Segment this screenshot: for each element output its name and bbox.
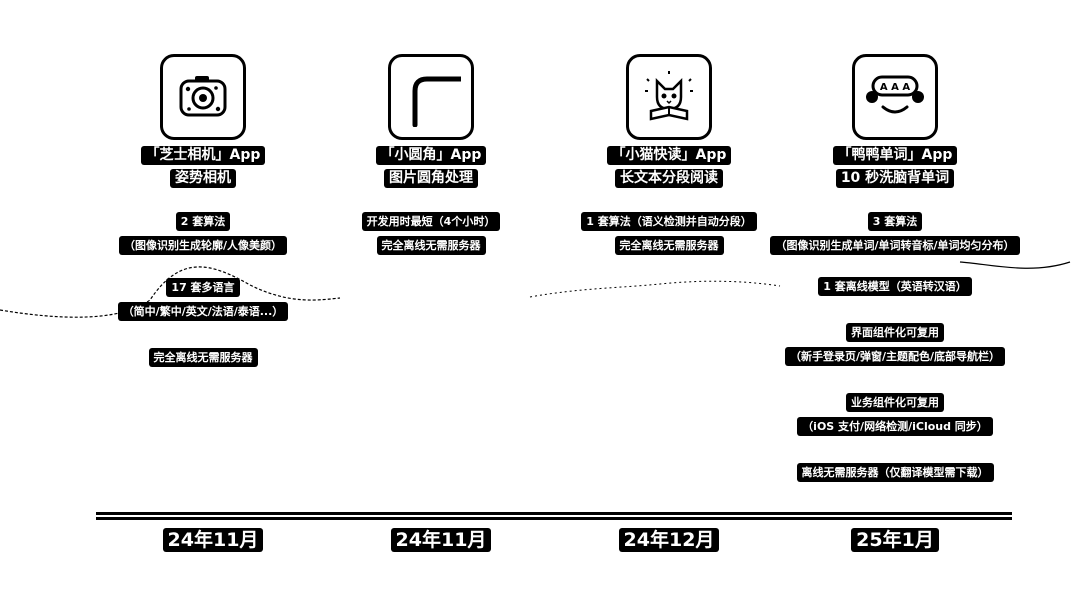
date-label: 25年1月 <box>851 528 939 552</box>
feature-item: （新手登录页/弹窗/主题配色/底部导航栏） <box>784 347 1006 366</box>
date-label: 24年11月 <box>390 528 492 552</box>
feature-item: 开发用时最短（4个小时） <box>361 212 501 231</box>
feature-item: （图像识别生成单词/单词转音标/单词均匀分布） <box>770 236 1020 255</box>
timeline-bar <box>96 512 1012 520</box>
timeline-date: 24年11月 <box>361 528 521 552</box>
date-label: 24年12月 <box>618 528 720 552</box>
feature-item: 完全离线无需服务器 <box>376 236 486 255</box>
feature-list: 1 套算法（语义检测并自动分段） 完全离线无需服务器 <box>539 212 799 255</box>
timeline-date: 24年11月 <box>133 528 293 552</box>
feature-item: （iOS 支付/网络检测/iCloud 同步） <box>797 417 993 436</box>
timeline-date: 25年1月 <box>815 528 975 552</box>
feature-item: 完全离线无需服务器 <box>614 236 724 255</box>
app-column-duck-words: A A A 「鸭鸭单词」App 10 秒洗脑背单词 3 套算法 （图像识别生成单… <box>765 54 1025 482</box>
feature-item: 17 套多语言 <box>166 278 240 297</box>
feature-item: 界面组件化可复用 <box>846 323 944 342</box>
feature-item: （图像识别生成轮廓/人像美颜） <box>118 236 288 255</box>
cheese-camera-icon <box>160 54 246 140</box>
app-title: 「芝士相机」App <box>140 146 266 165</box>
feature-list: 2 套算法 （图像识别生成轮廓/人像美颜） 17 套多语言 （简中/繁中/英文/… <box>73 212 333 367</box>
feature-item: 完全离线无需服务器 <box>148 348 258 367</box>
app-title: 「鸭鸭单词」App <box>832 146 958 165</box>
app-column-cheese-camera: 「芝士相机」App 姿势相机 2 套算法 （图像识别生成轮廓/人像美颜） 17 … <box>73 54 333 367</box>
app-title: 「小猫快读」App <box>606 146 732 165</box>
app-subtitle: 长文本分段阅读 <box>615 169 723 188</box>
app-column-cat-reading: 「小猫快读」App 长文本分段阅读 1 套算法（语义检测并自动分段） 完全离线无… <box>539 54 799 255</box>
date-label: 24年11月 <box>162 528 264 552</box>
app-subtitle: 10 秒洗脑背单词 <box>835 169 955 188</box>
feature-item: （简中/繁中/英文/法语/泰语...） <box>117 302 289 321</box>
feature-list: 开发用时最短（4个小时） 完全离线无需服务器 <box>301 212 561 255</box>
timeline-date: 24年12月 <box>589 528 749 552</box>
duck-icon-text: A A A <box>880 82 910 93</box>
feature-list: 3 套算法 （图像识别生成单词/单词转音标/单词均匀分布） 1 套离线模型（英语… <box>765 212 1025 482</box>
rounded-corner-icon <box>388 54 474 140</box>
feature-item: 2 套算法 <box>175 212 231 231</box>
app-column-rounded-corner: 「小圆角」App 图片圆角处理 开发用时最短（4个小时） 完全离线无需服务器 <box>301 54 561 255</box>
app-subtitle: 姿势相机 <box>170 169 236 188</box>
cat-reading-icon <box>626 54 712 140</box>
feature-item: 1 套算法（语义检测并自动分段） <box>581 212 757 231</box>
app-subtitle: 图片圆角处理 <box>384 169 478 188</box>
app-title: 「小圆角」App <box>375 146 487 165</box>
feature-item: 1 套离线模型（英语转汉语） <box>818 277 972 296</box>
feature-item: 离线无需服务器（仅翻译模型需下载） <box>796 463 994 482</box>
feature-item: 业务组件化可复用 <box>846 393 944 412</box>
duck-face-icon: A A A <box>852 54 938 140</box>
feature-item: 3 套算法 <box>867 212 923 231</box>
